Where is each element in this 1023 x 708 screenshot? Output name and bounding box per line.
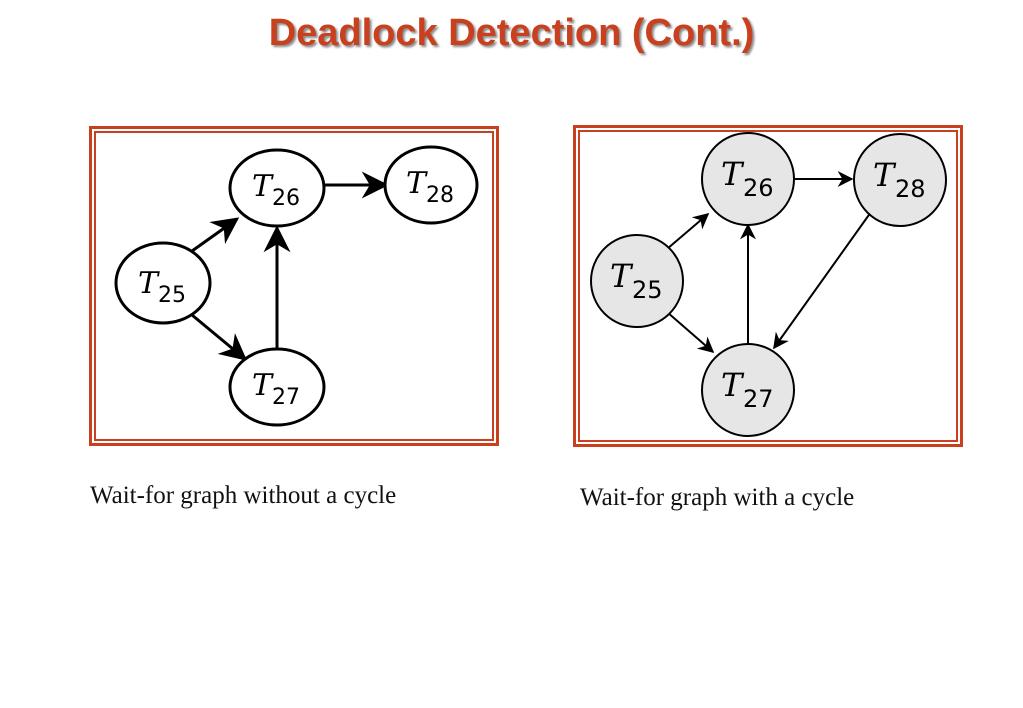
left-caption: Wait-for graph without a cycle — [90, 482, 397, 509]
edge-T25-T26 — [666, 212, 710, 250]
right-caption: Wait-for graph with a cycle — [580, 484, 855, 511]
right-diagram-inner: T 25 T 26 T 27 T 28 — [578, 130, 958, 442]
node-T25: T 25 — [114, 241, 212, 325]
edge-T25-T26 — [191, 217, 240, 253]
node-T26-base: T — [721, 155, 745, 193]
node-T28: T 28 — [853, 133, 947, 227]
right-edges — [666, 171, 872, 354]
node-T26-sub: 26 — [743, 174, 774, 202]
node-T27-sub: 27 — [272, 385, 300, 410]
node-T25-base: T — [138, 266, 160, 301]
node-T25-sub: 25 — [158, 283, 186, 308]
left-edges — [191, 171, 389, 361]
node-T28-base: T — [873, 156, 897, 194]
left-wait-for-graph: T 25 T 26 T 27 T 28 — [114, 145, 479, 427]
node-T27-base: T — [721, 366, 745, 404]
node-T27-sub: 27 — [743, 385, 774, 413]
node-T28: T 28 — [383, 145, 479, 225]
node-T26-sub: 26 — [272, 186, 300, 211]
node-T26-base: T — [252, 169, 274, 204]
edge-T25-T27 — [191, 313, 248, 361]
node-T28-base: T — [406, 166, 428, 201]
node-T28-sub: 28 — [895, 175, 926, 203]
node-T27-base: T — [252, 368, 274, 403]
node-T25: T 25 — [590, 234, 684, 328]
left-diagram-inner: T 25 T 26 T 27 T 28 — [94, 131, 494, 441]
left-diagram-frame: T 25 T 26 T 27 T 28 — [89, 126, 499, 446]
right-diagram-frame: T 25 T 26 T 27 T 28 — [573, 125, 963, 447]
node-T27: T 27 — [701, 343, 795, 437]
edge-T28-T27 — [773, 211, 872, 350]
node-T25-sub: 25 — [632, 276, 663, 304]
node-T28-sub: 28 — [426, 183, 454, 208]
page-title: Deadlock Detection (Cont.) — [268, 12, 755, 54]
node-T25-base: T — [610, 257, 634, 295]
node-T26: T 26 — [228, 148, 326, 228]
edge-T25-T27 — [666, 311, 715, 354]
node-T26: T 26 — [701, 132, 795, 226]
node-T27: T 27 — [228, 347, 326, 427]
right-wait-for-graph: T 25 T 26 T 27 T 28 — [590, 132, 947, 437]
